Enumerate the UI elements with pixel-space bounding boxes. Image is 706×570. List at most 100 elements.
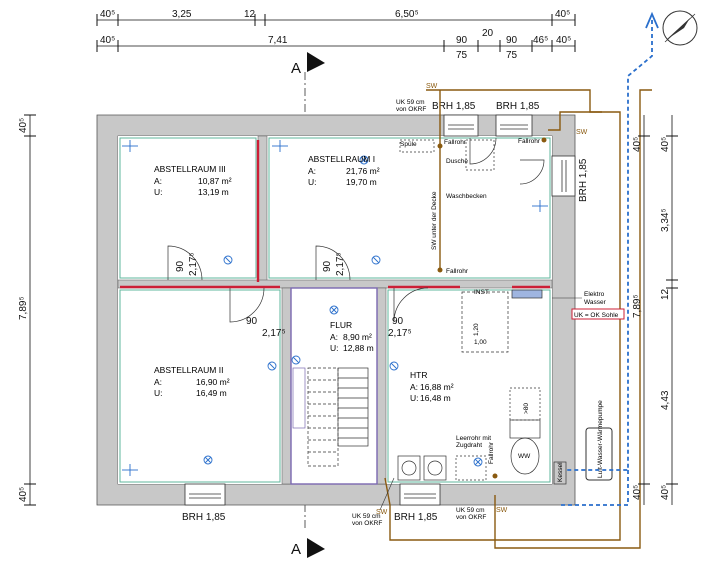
- dimension-left: 40⁵ 7,89⁵ 40⁵: [18, 114, 36, 506]
- room-area: 16,88 m²: [420, 382, 454, 392]
- note-leerrohr-2: Zugdraht: [456, 442, 482, 449]
- note-sw-4: SW: [496, 507, 508, 514]
- room-area: 10,87 m²: [198, 176, 232, 186]
- window-symbols: [184, 114, 576, 506]
- window-label-5: BRH 1,85: [394, 512, 438, 523]
- dim-right-4: 7,89⁵: [632, 294, 643, 318]
- room-perimeter-label: U:: [330, 343, 339, 353]
- note-okrf-top: von OKRF: [396, 106, 426, 113]
- dim-top1-0: 40⁵: [100, 9, 115, 20]
- room-abstellraum-iii: ABSTELLRAUM III A: 10,87 m² U: 13,19 m: [154, 164, 232, 197]
- door-dim-3a: 90: [246, 316, 258, 327]
- sewage-pipes: [384, 89, 652, 549]
- note-dusche: Dusche: [446, 158, 468, 165]
- room-flur: FLUR A: 8,90 m² U: 12,88 m: [330, 320, 374, 353]
- room-perimeter: 16,49 m: [196, 388, 227, 398]
- light-fixture-icons: [122, 140, 548, 476]
- room-perimeter: 13,19 m: [198, 187, 229, 197]
- dim-top2-7: 46⁵: [533, 35, 548, 46]
- dim-top2-8: 40⁵: [556, 35, 571, 46]
- note-fallrohr-3: Fallrohr: [446, 268, 469, 275]
- room-perimeter-label: U:: [154, 187, 163, 197]
- note-fallrohr-1: Fallrohr: [444, 139, 467, 146]
- room-area: 16,90 m²: [196, 377, 230, 387]
- note-leerrohr-1: Leerrohr mit: [456, 435, 491, 442]
- red-accents: [120, 140, 550, 289]
- note-okrf-bottom-right: von OKRF: [456, 514, 486, 521]
- water-line-arrow-icon: [645, 11, 659, 29]
- section-label-top: A: [291, 60, 301, 77]
- door-dim-2b: 2,17⁵: [335, 252, 346, 276]
- room-perimeter-label: U:: [308, 177, 317, 187]
- door-dim-4a: 90: [392, 316, 404, 327]
- door-dim-3b: 2,17⁵: [262, 328, 286, 339]
- section-label-bottom: A: [291, 541, 301, 558]
- room-name: ABSTELLRAUM III: [154, 164, 226, 174]
- note-uk-ok-sohle: UK = OK Sohle: [574, 312, 619, 319]
- dimension-right: 40⁵ 40⁵ 3,34⁵ 12 7,89⁵ 4,43 40⁵ 40⁵: [632, 115, 678, 505]
- north-arrow-icon: [662, 10, 698, 46]
- flur-outline: [290, 287, 378, 485]
- dim-top2-2: 90: [456, 35, 468, 46]
- room-area-label: A:: [330, 332, 338, 342]
- dim-top1-1: 3,25: [172, 9, 192, 20]
- room-name: ABSTELLRAUM I: [308, 154, 375, 164]
- room-perimeter-label: U:: [154, 388, 163, 398]
- room-perimeter-label: U:: [410, 393, 419, 403]
- door-dim-2a: 90: [322, 260, 333, 272]
- dim-top2-4: 20: [482, 28, 494, 39]
- door-dim-4b: 2,17⁵: [388, 328, 412, 339]
- room-area-label: A:: [308, 166, 316, 176]
- window-label-1: BRH 1,85: [432, 101, 476, 112]
- note-spuele: Spüle: [400, 141, 417, 148]
- note-okrf-bottom-left: von OKRF: [352, 520, 382, 527]
- dim-left-0: 40⁵: [18, 118, 29, 133]
- htr-equipment: [397, 289, 567, 485]
- dim-top2-6: 75: [506, 50, 518, 61]
- dim-left-2: 40⁵: [18, 487, 29, 502]
- section-marker-top: A: [291, 52, 325, 77]
- note-waschbecken: Waschbecken: [446, 193, 487, 200]
- dim-top2-5: 90: [506, 35, 518, 46]
- room-perimeter: 12,88 m: [343, 343, 374, 353]
- window-label-4: BRH 1,85: [182, 512, 226, 523]
- note-sw-unter-decke: SW unter der Decke: [431, 191, 438, 250]
- dim-top2-1: 7,41: [268, 35, 288, 46]
- inst-dim-1: 1,20: [473, 323, 480, 336]
- building-walls: [96, 114, 576, 506]
- dim-right-6: 40⁵: [632, 485, 643, 500]
- dim-top2-3: 75: [456, 50, 468, 61]
- dim-top1-2: 12: [244, 9, 256, 20]
- room-name: ABSTELLRAUM II: [154, 365, 223, 375]
- note-uk59-bottom-left: UK 59 cm: [352, 513, 381, 520]
- window-label-3: BRH 1,85: [578, 158, 589, 202]
- room-name: FLUR: [330, 320, 352, 330]
- room-perimeter: 19,70 m: [346, 177, 377, 187]
- door-symbols: [167, 137, 545, 323]
- room-area-label: A:: [154, 176, 162, 186]
- dim-right-2: 3,34⁵: [660, 208, 671, 232]
- room-area-label: A:: [410, 382, 418, 392]
- uk-ok-sohle-box: [571, 308, 625, 320]
- htr-dim-80: >80: [523, 403, 530, 414]
- note-sw-1: SW: [426, 83, 438, 90]
- heat-pump-label: Luft-Wasser-Wärmepumpe: [597, 400, 604, 478]
- water-line-blue: [560, 20, 653, 506]
- room-name: HTR: [410, 370, 427, 380]
- room-area-label: A:: [154, 377, 162, 387]
- room-abstellraum-i: ABSTELLRAUM I A: 21,76 m² U: 19,70 m: [308, 154, 380, 187]
- dim-top1-4: 40⁵: [555, 9, 570, 20]
- dim-right-0: 40⁵: [632, 137, 643, 152]
- note-sw-2: SW: [576, 129, 588, 136]
- room-htr: HTR A: 16,88 m² U: 16,48 m: [410, 370, 454, 403]
- door-dimension-labels: 90 2,17⁵ 90 2,17⁵ 90 2,17⁵ 90 2,17⁵: [175, 252, 412, 339]
- dim-right-1: 40⁵: [660, 137, 671, 152]
- room-abstellraum-ii: ABSTELLRAUM II A: 16,90 m² U: 16,49 m: [154, 365, 230, 398]
- inst-label: INST.: [474, 289, 490, 296]
- dim-top2-0: 40⁵: [100, 35, 115, 46]
- room-area: 21,76 m²: [346, 166, 380, 176]
- ww-label: WW: [518, 453, 531, 460]
- window-label-2: BRH 1,85: [496, 101, 540, 112]
- door-dim-1a: 90: [175, 260, 186, 272]
